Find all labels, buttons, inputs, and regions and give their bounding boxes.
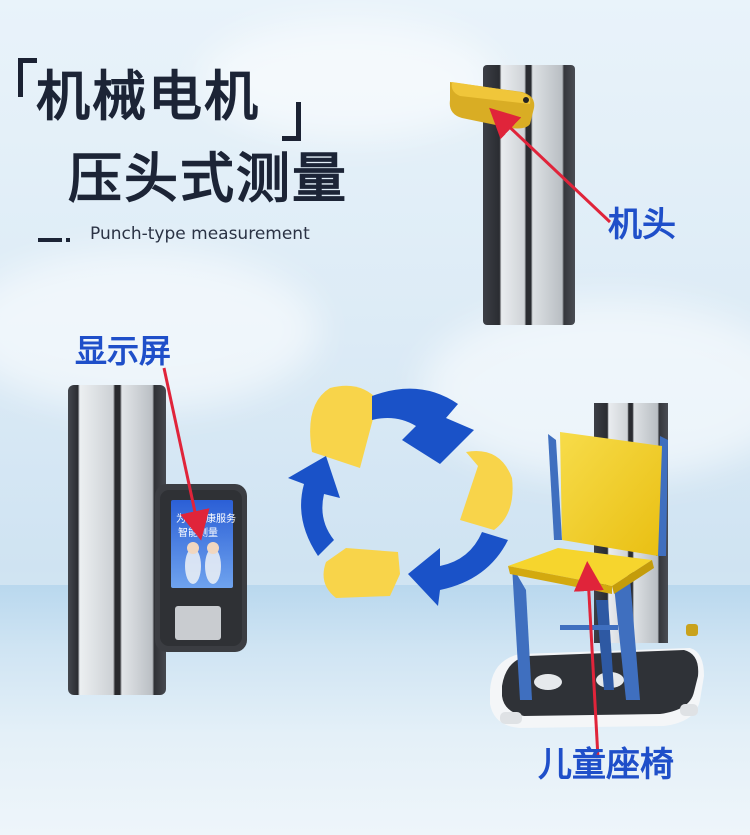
subtitle-dot bbox=[66, 238, 70, 242]
height-pole-top bbox=[449, 65, 575, 325]
title-bracket-left bbox=[18, 58, 37, 97]
label-display: 显示屏 bbox=[75, 332, 172, 370]
pointer-head bbox=[489, 107, 612, 224]
label-head: 机头 bbox=[608, 205, 676, 245]
subtitle: Punch-type measurement bbox=[90, 224, 310, 244]
recycle-arrows-icon bbox=[288, 385, 513, 606]
screen-text-line-1: 为您健康服务 bbox=[176, 512, 236, 525]
pointer-display bbox=[162, 367, 210, 541]
pointer-seat bbox=[573, 561, 604, 759]
height-pole-display: 为您健康服务 智能测量 bbox=[68, 385, 247, 695]
child-seat-scale bbox=[490, 403, 704, 728]
label-seat: 儿童座椅 bbox=[538, 745, 674, 785]
title-bracket-right bbox=[282, 102, 301, 141]
screen-text-line-2: 智能测量 bbox=[178, 526, 218, 539]
subtitle-dash bbox=[38, 238, 62, 242]
title-line-2: 压头式测量 bbox=[68, 147, 348, 210]
cloud bbox=[0, 250, 320, 410]
cloud bbox=[200, 20, 500, 140]
title-line-1: 机械电机 bbox=[36, 65, 260, 128]
